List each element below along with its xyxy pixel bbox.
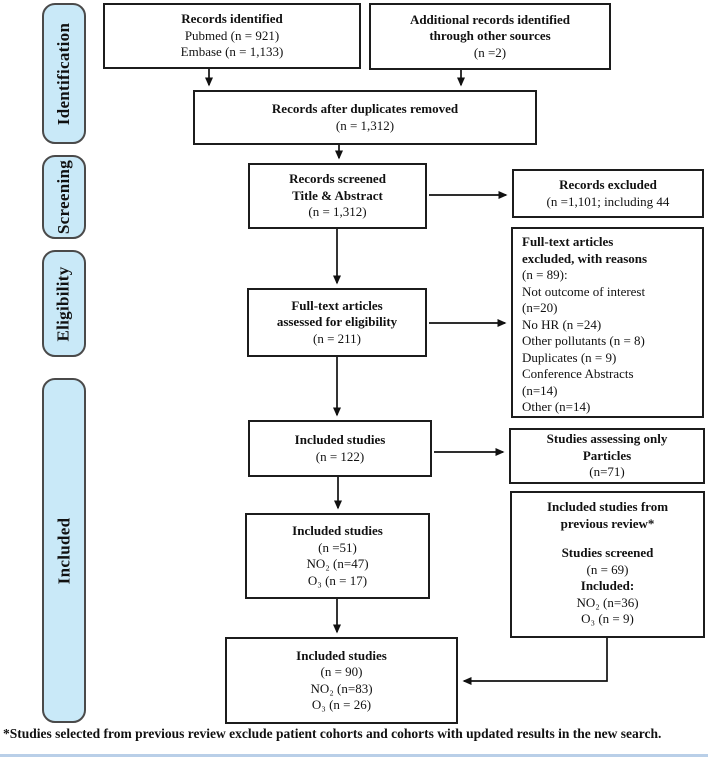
box-line: Included studies — [294, 432, 386, 447]
box-line: Included studies from — [546, 499, 669, 514]
stage-identification: Identification — [42, 3, 86, 144]
box-line: (n = 1,312) — [335, 117, 395, 133]
stage-screening: Screening — [42, 155, 86, 239]
box-previous-review: Included studies from previous review* S… — [510, 491, 705, 638]
box-line: O₃ (n = 17) — [307, 572, 368, 588]
box-line: Duplicates (n = 9) — [522, 349, 617, 365]
stage-included-label: Included — [54, 517, 73, 584]
stage-included: Included — [42, 378, 86, 723]
box-fulltext-excluded: Full-text articles excluded, with reason… — [511, 227, 704, 418]
box-line: Additional records identified — [409, 11, 571, 27]
box-included-90: Included studies (n = 90) NO₂ (n=83) O₃ … — [225, 637, 458, 724]
box-particles-only: Studies assessing only Particles (n=71) — [509, 428, 705, 484]
box-line: (n = 211) — [312, 330, 361, 346]
box-line: (n =51) — [318, 539, 357, 555]
box-records-excluded: Records excluded (n =1,101; including 44 — [512, 169, 704, 218]
box-line: O₃ (n = 9) — [581, 611, 634, 626]
box-line: O₃ (n = 26) — [311, 697, 372, 712]
box-line: NO₂ (n=36) — [576, 594, 639, 610]
stage-identification-label: Identification — [54, 22, 73, 125]
box-records-identified: Records identified Pubmed (n = 921) Emba… — [103, 3, 361, 69]
box-records-screened: Records screened Title & Abstract (n = 1… — [248, 163, 427, 229]
stage-eligibility-label: Eligibility — [54, 265, 73, 342]
box-line: Other (n=14) — [522, 399, 591, 414]
box-line: Included studies — [292, 523, 383, 538]
box-line: (n =2) — [473, 44, 507, 60]
box-additional-records: Additional records identified through ot… — [369, 3, 611, 70]
stage-eligibility: Eligibility — [42, 250, 86, 357]
box-line: Other pollutants (n = 8) — [522, 333, 645, 348]
stage-screening-label: Screening — [54, 159, 74, 235]
box-line: assessed for eligibility — [276, 314, 398, 330]
box-line: Included studies — [296, 647, 387, 663]
box-line: (n = 1,312) — [308, 204, 367, 220]
box-line: Records identified — [181, 11, 283, 27]
box-fulltext-assessed: Full-text articles assessed for eligibil… — [247, 288, 427, 357]
bottom-rule — [0, 754, 708, 757]
footnote: *Studies selected from previous review e… — [3, 726, 662, 741]
box-line: (n=14) — [522, 382, 558, 398]
box-line: Studies screened — [561, 545, 654, 560]
box-line: (n=71) — [589, 464, 625, 480]
box-line: Studies assessing only — [546, 431, 668, 447]
box-duplicates-removed: Records after duplicates removed (n = 1,… — [193, 90, 537, 145]
box-included-51: Included studies (n =51) NO₂ (n=47) O₃ (… — [245, 513, 430, 599]
box-line: NO₂ (n=47) — [306, 556, 369, 571]
box-line: (n = 90) — [320, 664, 363, 679]
arrow-previous-review-to-included90 — [462, 638, 608, 685]
box-line: Pubmed (n = 921) — [184, 27, 280, 43]
box-line: (n = 89): — [522, 267, 568, 282]
box-line: Records screened — [289, 171, 386, 187]
box-line: excluded, with reasons — [522, 250, 648, 266]
box-line: Included: — [580, 578, 635, 593]
box-line: Full-text articles — [522, 234, 614, 249]
box-line: Records excluded — [559, 177, 657, 192]
box-line: (n=20) — [522, 300, 558, 315]
box-line: through other sources — [429, 28, 551, 44]
box-included-122: Included studies (n = 122) — [248, 420, 432, 477]
box-line: (n = 122) — [315, 448, 365, 464]
box-line: Not outcome of interest — [522, 283, 646, 299]
box-line: Full-text articles — [291, 297, 383, 313]
box-line: No HR (n =24) — [522, 316, 602, 332]
box-line: Conference Abstracts — [522, 366, 634, 381]
box-line: Title & Abstract — [292, 187, 383, 203]
box-line: Records after duplicates removed — [271, 101, 459, 116]
box-line: previous review* — [560, 515, 655, 531]
box-line: Embase (n = 1,133) — [180, 44, 284, 60]
box-line: (n =1,101; including 44 — [546, 193, 670, 209]
box-line: Particles — [582, 447, 632, 463]
box-line: (n = 69) — [586, 561, 629, 577]
box-line: NO₂ (n=83) — [310, 680, 373, 696]
